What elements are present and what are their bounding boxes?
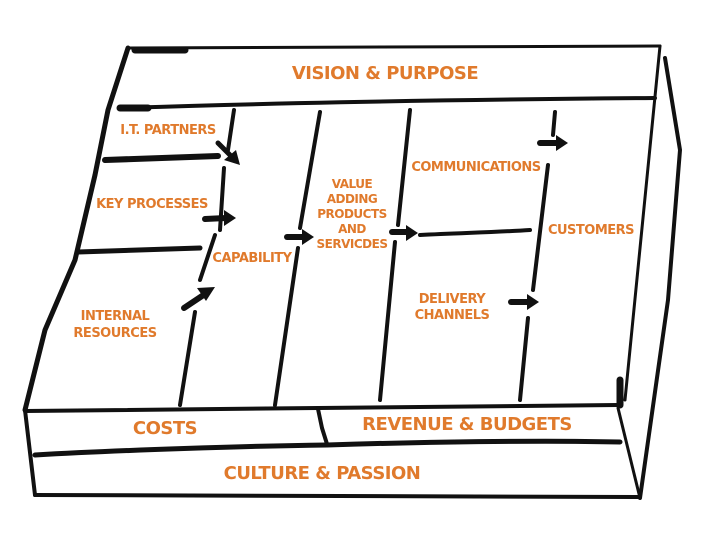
column-divider-3a bbox=[396, 108, 412, 227]
it-partners-label-line: I.T. PARTNERS bbox=[120, 123, 216, 138]
bottom-band-divider bbox=[32, 438, 623, 458]
column-divider-2b bbox=[273, 246, 300, 407]
culture-passion-label: CULTURE & PASSION bbox=[224, 463, 421, 484]
arrow-key-processes-to-capability bbox=[202, 210, 236, 226]
box-right-edge-back bbox=[638, 56, 682, 500]
column-divider-1a bbox=[226, 108, 236, 152]
customers-label: CUSTOMERS bbox=[548, 223, 634, 238]
key-processes-label-line: KEY PROCESSES bbox=[96, 197, 208, 212]
arrow-communications-to-customers bbox=[537, 135, 568, 151]
box-top-edge bbox=[126, 44, 662, 50]
vision-purpose-label: VISION & PURPOSE bbox=[292, 63, 478, 84]
bottom-band-top bbox=[23, 403, 620, 413]
value-products-label-line: ADDING bbox=[327, 192, 378, 206]
vision-band-divider bbox=[118, 96, 657, 110]
costs-label: COSTS bbox=[133, 418, 197, 439]
revenue-budgets-label: REVENUE & BUDGETS bbox=[362, 414, 572, 435]
left-row-divider-2 bbox=[75, 245, 203, 255]
column-divider-4b bbox=[531, 163, 550, 292]
key-processes-label: KEY PROCESSES bbox=[96, 197, 208, 212]
delivery-channels-label-line: CHANNELS bbox=[415, 308, 490, 323]
customers-label-line: CUSTOMERS bbox=[548, 223, 634, 238]
delivery-channels-label-line: DELIVERY bbox=[419, 292, 487, 307]
capability-label-line: CAPABILITY bbox=[212, 251, 292, 266]
base-bottom-edge bbox=[33, 493, 642, 499]
internal-resources-label: INTERNAL RESOURCES bbox=[73, 309, 156, 341]
box-right-bottom-corner bbox=[616, 406, 642, 500]
channel-row-divider bbox=[418, 228, 532, 237]
capability-label: CAPABILITY bbox=[212, 251, 292, 266]
arrow-it-partners-to-capability bbox=[215, 140, 240, 165]
bottom-band-split bbox=[316, 407, 329, 446]
communications-label-line: COMMUNICATIONS bbox=[411, 160, 540, 175]
box-left-edge bbox=[22, 45, 131, 413]
communications-label: COMMUNICATIONS bbox=[411, 160, 540, 175]
column-divider-1d bbox=[178, 310, 197, 407]
column-divider-4a bbox=[551, 110, 557, 137]
arrow-internal-resources-to-capability bbox=[181, 287, 215, 311]
base-left-edge bbox=[23, 408, 37, 497]
it-partners-label: I.T. PARTNERS bbox=[120, 123, 216, 138]
left-row-divider-1 bbox=[102, 153, 221, 163]
column-divider-4c bbox=[518, 316, 530, 402]
column-divider-1c bbox=[198, 233, 217, 282]
arrow-capability-to-value bbox=[284, 229, 314, 245]
internal-resources-label-line: INTERNAL bbox=[81, 309, 150, 324]
value-products-label-line: PRODUCTS bbox=[317, 207, 387, 221]
arrow-value-to-channels bbox=[389, 225, 418, 241]
box-right-edge-front bbox=[623, 44, 662, 402]
internal-resources-label-line: RESOURCES bbox=[73, 326, 156, 341]
arrow-delivery-to-customers bbox=[508, 294, 539, 310]
value-products-label-line: AND bbox=[338, 222, 366, 236]
column-divider-3b bbox=[378, 240, 397, 402]
value-products-label-line: VALUE bbox=[332, 177, 373, 191]
column-divider-2a bbox=[298, 110, 322, 230]
value-products-label-line: SERVICDES bbox=[317, 237, 388, 251]
